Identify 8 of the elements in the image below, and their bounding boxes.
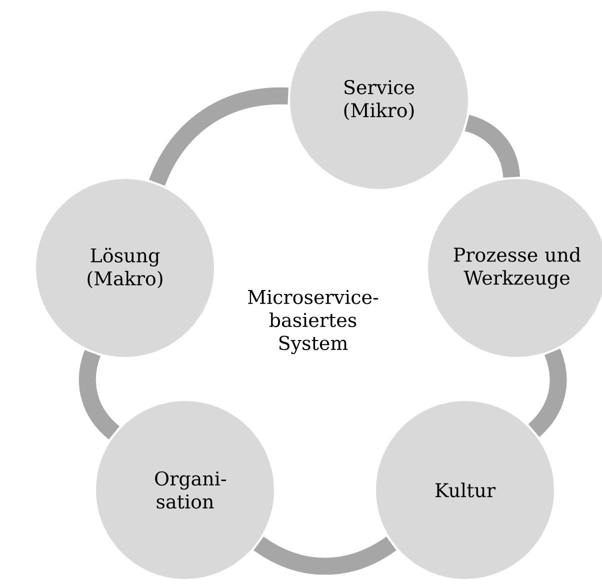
ring-segment — [254, 536, 396, 575]
center-label: Microservice-basiertes System — [248, 290, 378, 354]
ring-segment — [149, 88, 288, 186]
circle-node: Kultur — [374, 399, 556, 581]
circle-node: Organi-sation — [94, 399, 276, 581]
circle-node: Service (Mikro) — [288, 9, 470, 191]
circle-node: Lösung (Makro) — [34, 177, 216, 359]
circle-node: Prozesse und Werkzeuge — [426, 177, 602, 359]
